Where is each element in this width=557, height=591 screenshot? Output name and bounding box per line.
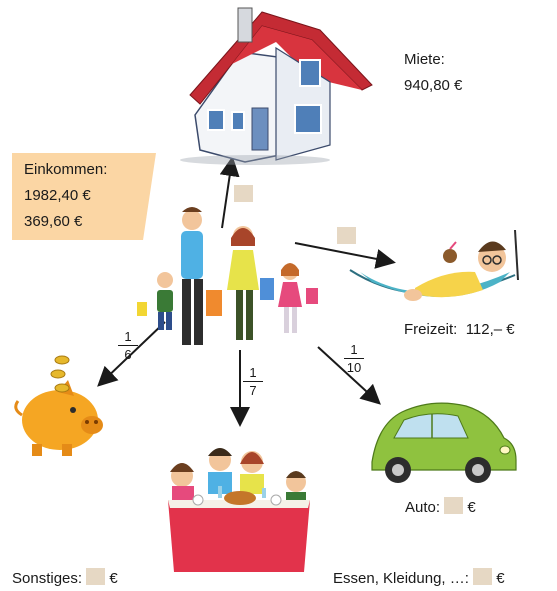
fraction-savings-num: 1	[118, 329, 138, 346]
food-blank	[473, 568, 493, 585]
food-label: Essen, Kleidung, …:	[333, 570, 469, 587]
other-unit: €	[109, 570, 118, 587]
piggy-bank-icon	[14, 355, 103, 456]
arrows	[97, 156, 396, 427]
other-text: Sonstiges: €	[12, 567, 118, 591]
income-value-2: 369,60 €	[24, 213, 83, 230]
car-unit: €	[467, 499, 476, 516]
car-label: Auto:	[405, 499, 441, 516]
fraction-savings-den: 6	[124, 347, 132, 362]
house-icon	[180, 7, 373, 165]
arrow-to-savings	[97, 321, 166, 387]
food-text: Essen, Kleidung, …: €	[333, 567, 505, 591]
other-blank	[86, 568, 106, 585]
leisure-text: Freizeit: 112,– €	[404, 318, 515, 342]
leisure-blank	[337, 227, 356, 244]
fraction-car: 1 10	[344, 342, 364, 375]
car-icon	[371, 402, 517, 483]
rent-value: 940,80 €	[404, 77, 463, 94]
other-label: Sonstiges:	[12, 570, 83, 587]
fraction-car-num: 1	[344, 342, 364, 359]
fraction-food: 1 7	[243, 365, 263, 398]
car-blank	[444, 497, 464, 514]
leisure-label: Freizeit:	[404, 321, 458, 338]
fraction-food-num: 1	[243, 365, 263, 382]
fraction-car-den: 10	[346, 360, 362, 375]
family-icon	[137, 207, 318, 345]
income-title: Einkommen:	[24, 161, 108, 178]
income-value-1: 1982,40 €	[24, 187, 91, 204]
income-box	[12, 153, 156, 240]
arrow-to-car	[317, 346, 381, 405]
arrow-to-house	[219, 156, 240, 229]
rent-label: Miete:	[404, 51, 445, 68]
food-unit: €	[496, 570, 505, 587]
leisure-value: 112,– €	[465, 321, 515, 338]
rent-blank	[234, 185, 253, 202]
family-dinner-icon	[168, 448, 310, 572]
fraction-savings: 1 6	[118, 329, 138, 362]
hammock-person-icon	[349, 229, 519, 301]
arrow-to-leisure	[294, 242, 396, 269]
car-text: Auto: €	[405, 496, 476, 520]
fraction-food-den: 7	[249, 383, 257, 398]
